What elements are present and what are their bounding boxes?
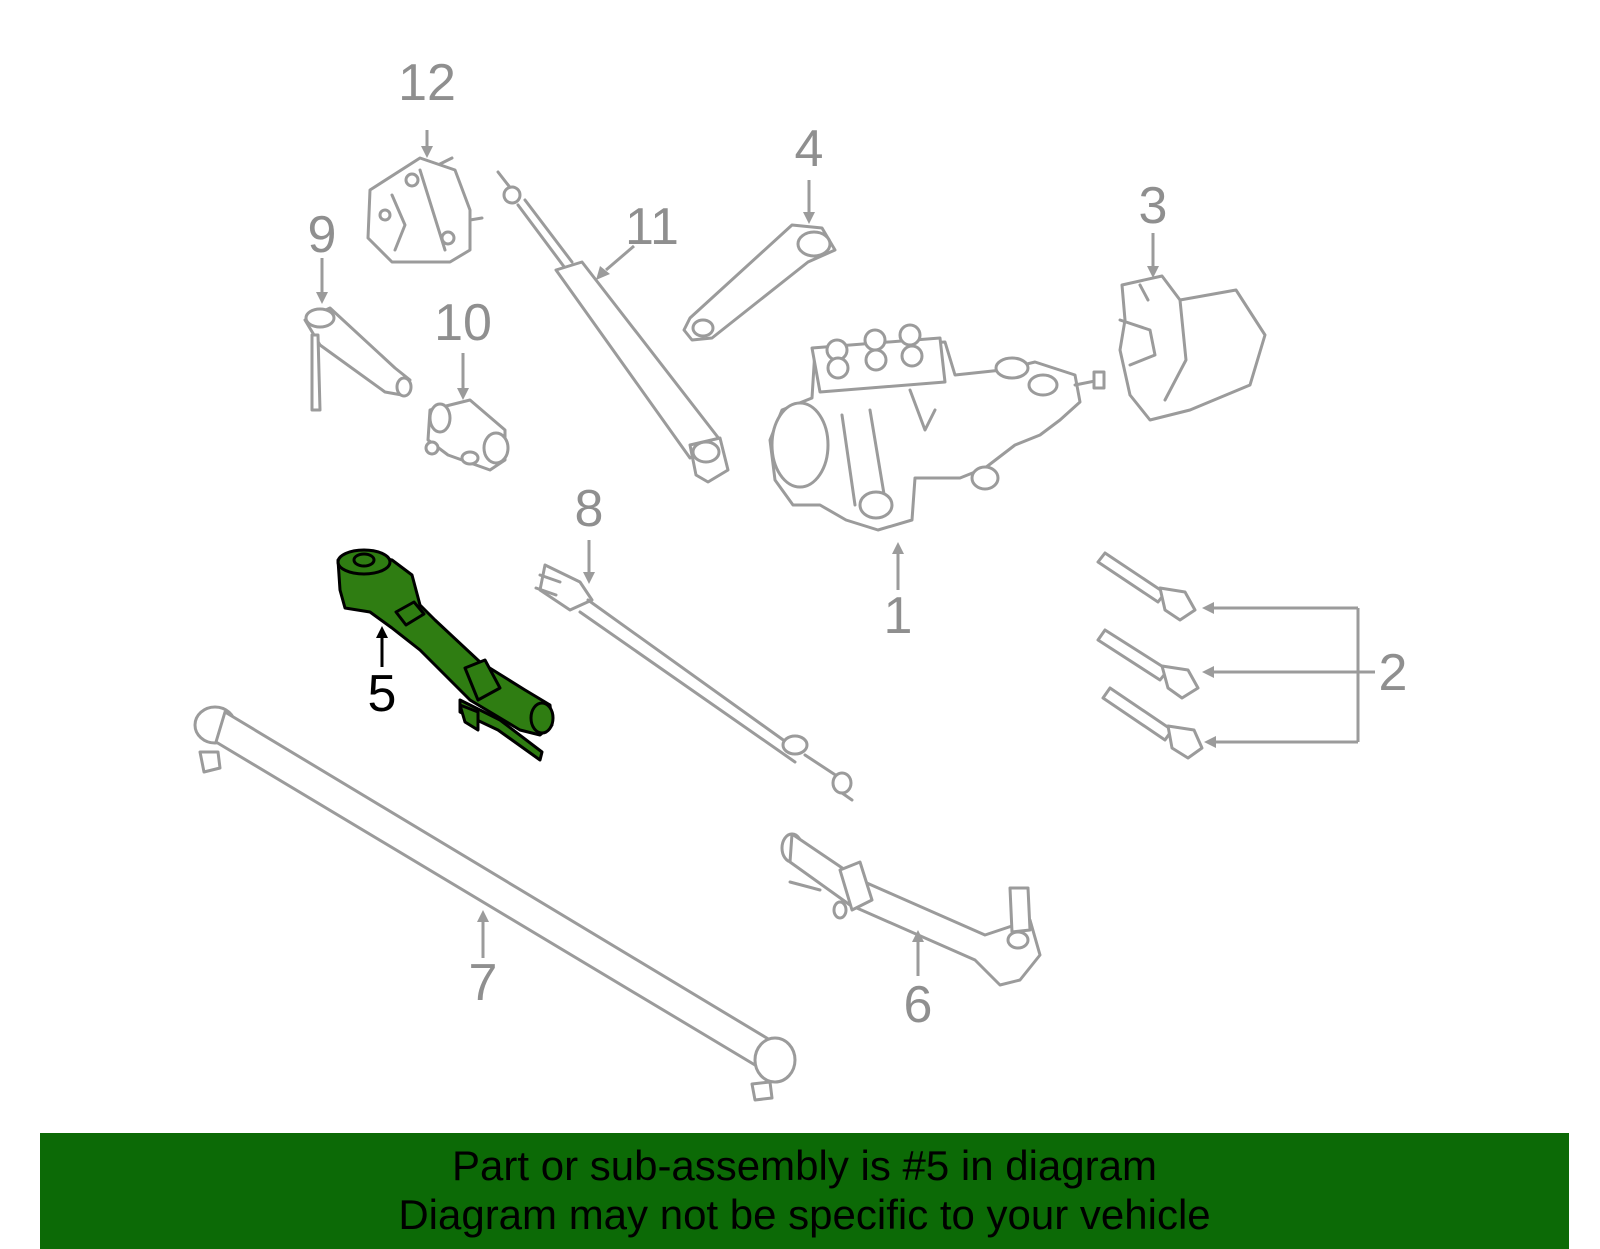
- part-10-clamp[interactable]: [424, 398, 510, 472]
- callout-8[interactable]: 8: [575, 480, 604, 538]
- leader-lines: [316, 130, 1375, 976]
- part-12-bracket[interactable]: [366, 156, 484, 264]
- part-3-shield[interactable]: [1118, 274, 1267, 422]
- part-11-damper[interactable]: [496, 170, 730, 484]
- callout-11[interactable]: 11: [625, 198, 679, 256]
- callout-4[interactable]: 4: [795, 120, 824, 178]
- banner-line-part: Part or sub-assembly is #5 in diagram: [452, 1142, 1157, 1189]
- callout-2[interactable]: 2: [1379, 644, 1408, 702]
- callout-labels: 12 9 10 11 4 3 1 8 5 7 6 2: [308, 54, 1408, 1034]
- banner-line-disclaimer: Diagram may not be specific to your vehi…: [398, 1191, 1211, 1238]
- callout-7[interactable]: 7: [469, 954, 498, 1012]
- part-2-bolts[interactable]: [1096, 551, 1204, 760]
- callout-9[interactable]: 9: [308, 206, 337, 264]
- callout-3[interactable]: 3: [1139, 177, 1168, 235]
- callout-5[interactable]: 5: [368, 665, 397, 723]
- part-4-pitman-arm[interactable]: [682, 223, 837, 342]
- part-1-steering-gear[interactable]: [768, 323, 1106, 532]
- callout-10[interactable]: 10: [434, 294, 492, 352]
- part-8-drag-link[interactable]: [534, 563, 854, 802]
- part-6-tie-rod-end[interactable]: [780, 832, 1042, 987]
- callout-12[interactable]: 12: [398, 54, 456, 112]
- part-7-tie-rod[interactable]: [193, 705, 797, 1102]
- part-9-tie-rod-end[interactable]: [303, 306, 413, 412]
- info-banner: Part or sub-assembly is #5 in diagram Di…: [40, 1133, 1569, 1249]
- part-5-highlighted-link[interactable]: [336, 548, 555, 762]
- callout-1[interactable]: 1: [884, 587, 913, 645]
- callout-6[interactable]: 6: [904, 976, 933, 1034]
